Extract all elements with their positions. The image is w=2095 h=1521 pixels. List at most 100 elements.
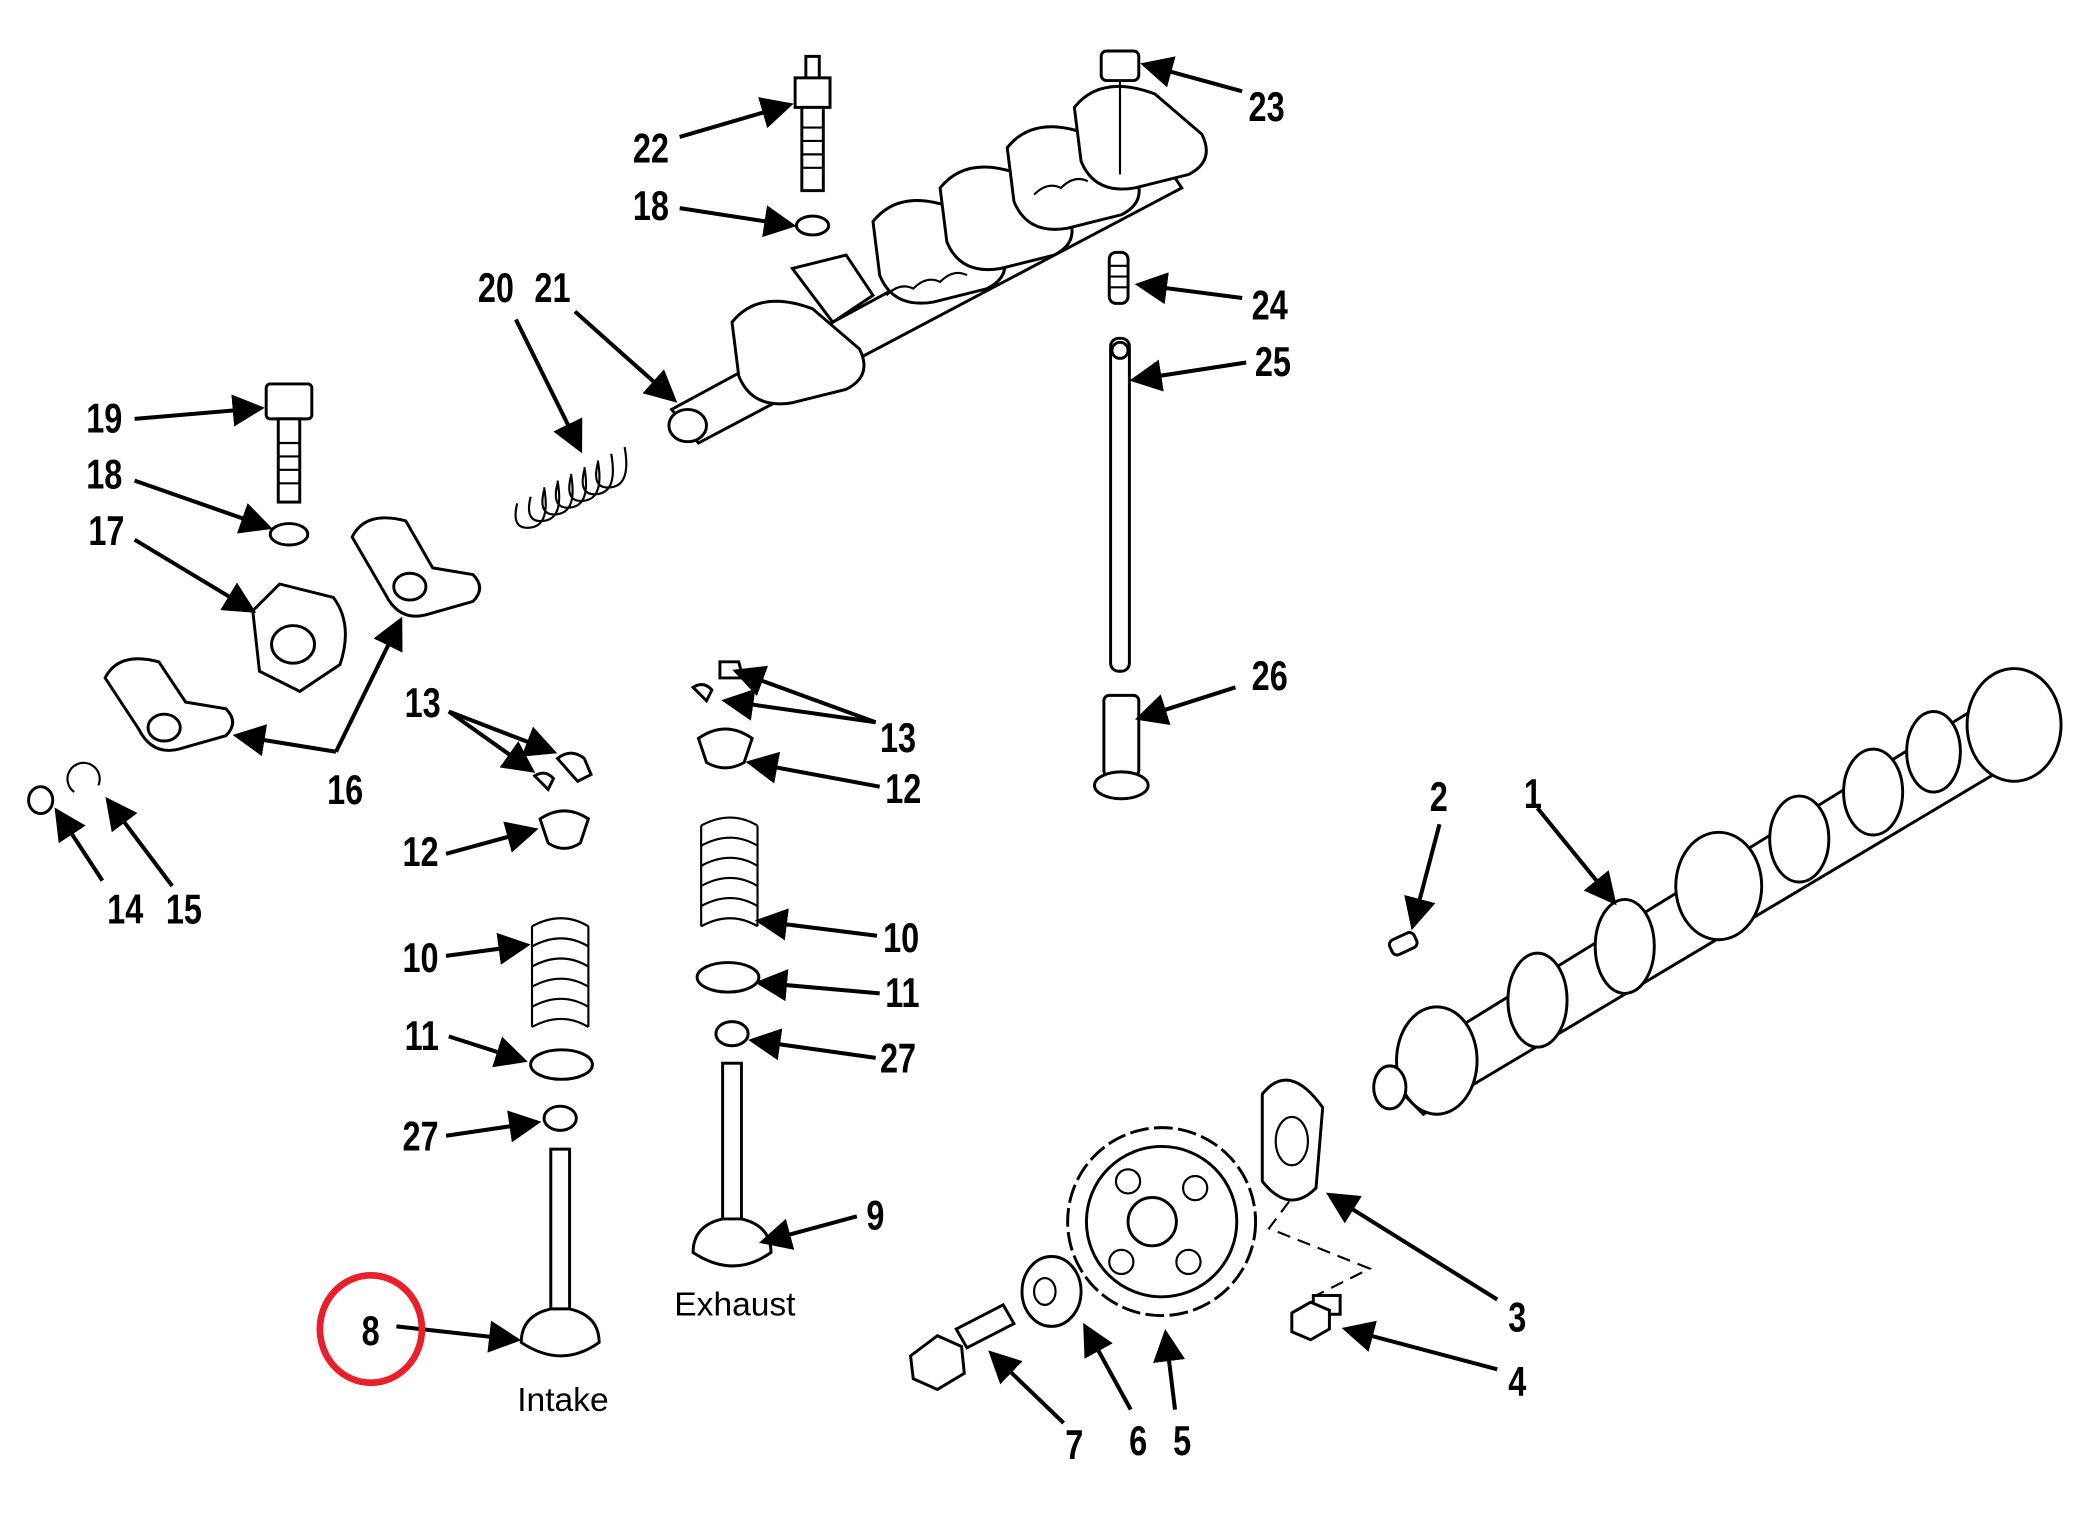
callout-14: 14 bbox=[107, 886, 143, 933]
callout-1: 1 bbox=[1524, 770, 1542, 817]
retainer-12-exhaust bbox=[696, 727, 754, 770]
leader-arrow bbox=[721, 688, 876, 725]
leader-arrow bbox=[732, 665, 877, 725]
leader-arrow bbox=[134, 394, 265, 427]
rocker-stand-17 bbox=[251, 582, 347, 694]
leader-arrow bbox=[445, 932, 531, 965]
exhaust-keepers-13 bbox=[690, 660, 745, 704]
rocker-shaft-assembly bbox=[667, 84, 1208, 445]
leader-arrow bbox=[232, 724, 337, 757]
caption-intake: Intake bbox=[517, 1382, 608, 1419]
leader-arrow bbox=[448, 709, 558, 757]
leader-arrow bbox=[448, 1034, 528, 1068]
callout-12-exhaust: 12 bbox=[885, 765, 921, 812]
callout-20: 20 bbox=[478, 264, 514, 311]
leader-arrow bbox=[133, 537, 257, 613]
leader-arrow bbox=[447, 709, 536, 773]
callout-17: 17 bbox=[88, 507, 124, 554]
callout-18-top: 18 bbox=[633, 182, 669, 229]
leader-arrow bbox=[1325, 1192, 1499, 1302]
seal-27-intake bbox=[542, 1104, 578, 1132]
leader-arrow bbox=[1404, 823, 1442, 931]
callout-9: 9 bbox=[866, 1192, 884, 1239]
callout-7: 7 bbox=[1065, 1421, 1083, 1468]
leader-arrow bbox=[396, 1320, 522, 1353]
leader-arrow bbox=[334, 616, 403, 753]
leader-arrow bbox=[759, 1214, 858, 1250]
bolt-19 bbox=[264, 382, 314, 504]
spring-10-intake bbox=[530, 917, 590, 1028]
rocker-arm-16-lower bbox=[103, 657, 235, 752]
callout-3: 3 bbox=[1508, 1294, 1526, 1341]
leader-arrow bbox=[745, 751, 881, 789]
bolt-7 bbox=[909, 1302, 1016, 1392]
intake-valve-8 bbox=[519, 1147, 601, 1358]
washer-11-intake bbox=[529, 1048, 594, 1081]
leader-arrow bbox=[133, 478, 273, 534]
callout-19: 19 bbox=[86, 394, 122, 441]
callout-18-left: 18 bbox=[86, 451, 122, 498]
callout-10-intake: 10 bbox=[402, 934, 438, 981]
leader-arrow bbox=[1129, 359, 1247, 392]
seal-27-exhaust bbox=[714, 1020, 750, 1048]
leader-arrow bbox=[754, 969, 880, 1002]
adjuster-24 bbox=[1107, 250, 1130, 305]
callout-12-intake: 12 bbox=[402, 828, 438, 875]
camshaft-1 bbox=[1372, 667, 2063, 1117]
spring-20 bbox=[514, 446, 628, 529]
leader-arrow bbox=[1153, 1329, 1186, 1410]
callout-25: 25 bbox=[1255, 338, 1291, 385]
callout-24: 24 bbox=[1252, 282, 1288, 329]
leader-arrow bbox=[1341, 1320, 1498, 1372]
bolt-22 bbox=[793, 54, 832, 193]
washer-18-top bbox=[794, 214, 831, 237]
callout-10-exhaust: 10 bbox=[883, 914, 919, 961]
leader-arrow bbox=[514, 318, 583, 454]
leader-arrow bbox=[679, 97, 794, 139]
washer-18-left bbox=[268, 522, 310, 547]
leader-arrow bbox=[1134, 685, 1237, 725]
key-2 bbox=[1387, 931, 1419, 957]
leader-arrow bbox=[679, 205, 797, 238]
exhaust-valve-9 bbox=[691, 1061, 773, 1268]
callout-21: 21 bbox=[534, 264, 570, 311]
leader-arrow bbox=[748, 1028, 876, 1061]
caption-exhaust: Exhaust bbox=[674, 1287, 796, 1324]
nut-23 bbox=[1099, 49, 1141, 175]
rocker-arm-16-upper bbox=[350, 516, 482, 618]
leader-arrow bbox=[1535, 806, 1617, 906]
bolt-4 bbox=[1290, 1293, 1342, 1342]
snap-ring-15 bbox=[66, 761, 101, 793]
retainer-12-intake bbox=[538, 809, 591, 850]
callout-22: 22 bbox=[633, 125, 669, 172]
intake-keepers-13 bbox=[532, 751, 593, 792]
leader-arrow bbox=[1134, 272, 1243, 305]
callout-13-exhaust: 13 bbox=[880, 714, 916, 761]
callout-11-exhaust: 11 bbox=[885, 969, 919, 1016]
callout-16: 16 bbox=[327, 766, 363, 813]
leader-arrow bbox=[1083, 1322, 1133, 1411]
spacer-6 bbox=[1020, 1255, 1083, 1328]
leader-arrows bbox=[54, 56, 1617, 1425]
callout-5: 5 bbox=[1173, 1417, 1191, 1464]
highlight-circle bbox=[316, 1271, 426, 1387]
leader-arrow bbox=[573, 309, 678, 403]
clip-14 bbox=[27, 785, 55, 816]
pushrod-25 bbox=[1109, 336, 1131, 673]
callout-labels: 22 18 23 20 21 24 25 19 18 17 16 13 12 1… bbox=[86, 83, 1542, 1468]
callout-15: 15 bbox=[166, 886, 202, 933]
callout-23: 23 bbox=[1249, 83, 1285, 130]
lifter-26 bbox=[1093, 693, 1150, 801]
callout-6: 6 bbox=[1129, 1417, 1147, 1464]
leader-arrow bbox=[445, 821, 539, 856]
leader-arrow bbox=[54, 807, 105, 882]
callout-26: 26 bbox=[1252, 652, 1288, 699]
leader-arrow bbox=[988, 1350, 1066, 1425]
callout-27-exhaust: 27 bbox=[880, 1035, 916, 1082]
leader-arrow bbox=[754, 908, 878, 941]
spring-10-exhaust bbox=[700, 816, 759, 928]
leader-arrow bbox=[105, 796, 174, 888]
leader-arrow bbox=[445, 1110, 542, 1143]
